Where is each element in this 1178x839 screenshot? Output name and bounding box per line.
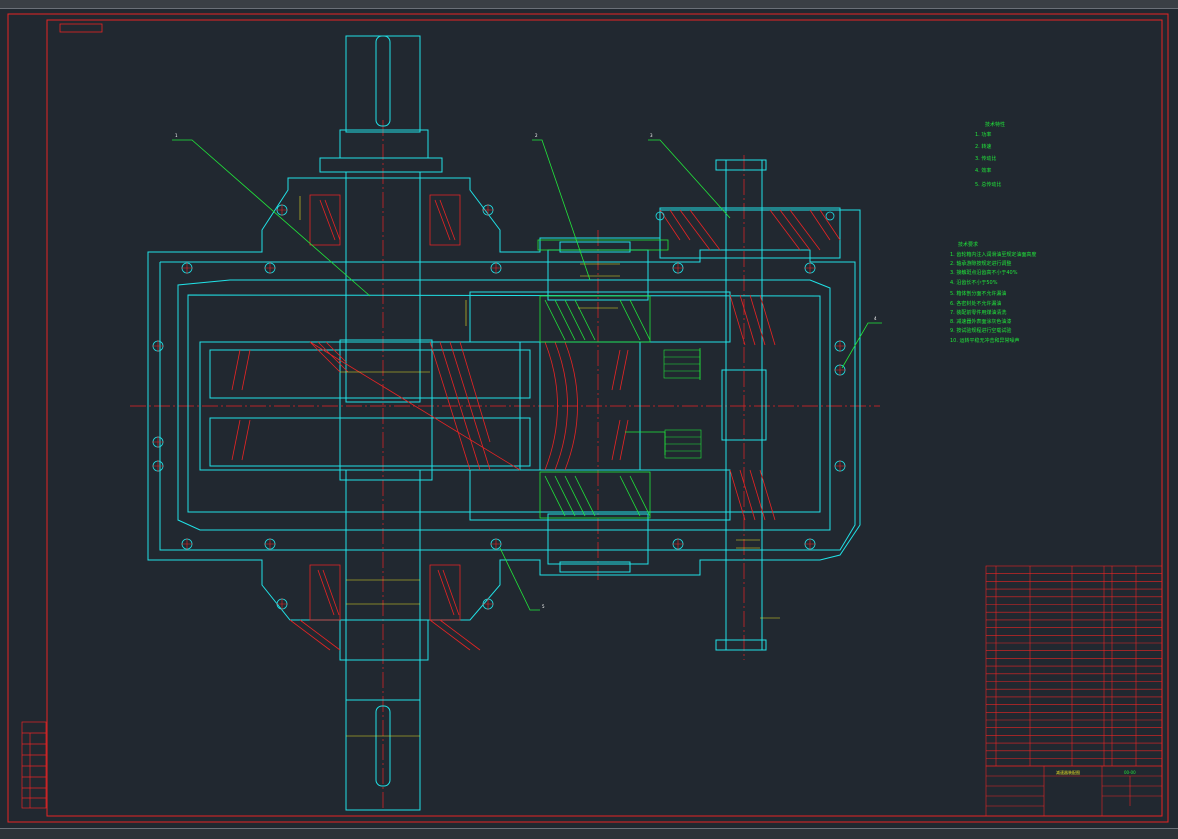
part-labels: 1 2 3 4 5 [175,133,877,609]
tech-requirements-title: 技术要求 [958,241,978,248]
tech-req-line-2: 2. 轴承游隙按规定进行调整 [950,260,1011,267]
characteristic-line-3: 3. 传动比 [975,155,996,162]
title-block-drawing-title: 减速器装配图 [1056,769,1080,775]
bearings [289,194,821,651]
large-gear-hatch [231,294,776,521]
window-top-bar [0,0,1178,9]
tech-req-line-6: 6. 各密封处不允许漏油 [950,300,1001,307]
leader-lines [172,139,882,611]
input-shaft [319,35,443,403]
title-block-drawing-no: 00-00 [1124,770,1136,775]
outer-drawing-frame [7,13,1169,823]
tech-requirements-block: 技术要求 1. 齿轮箱内注入润滑油至规定油面高度 2. 轴承游隙按规定进行调整 … [950,241,1036,344]
bolt-holes [152,204,846,610]
tech-req-line-8: 8. 减速器外表面涂灰色油漆 [950,318,1011,325]
parts-list-table [985,565,1163,767]
tech-req-line-9: 9. 按试验规程进行空载试验 [950,327,1011,334]
left-revision-table [21,721,47,809]
leader-label-2: 2 [535,133,538,138]
leader-label-4: 4 [874,316,877,321]
leader-label-5: 5 [542,604,545,609]
intermediate-shaft [469,241,731,573]
pinion-sections [537,239,669,519]
tech-req-line-10: 10. 运转平稳无冲击和异常噪声 [950,337,1020,344]
corner-label-box [59,23,103,33]
tech-req-line-5: 5. 箱体剖分面不允许漏油 [950,290,1006,297]
gearbox-housing [147,177,861,621]
center-lines [130,120,880,810]
dimensions [299,196,780,737]
characteristic-line-1: 1. 功率 [975,131,991,138]
right-shaft [659,159,841,651]
right-flanges [659,209,841,241]
leader-label-3: 3 [650,133,653,138]
gear-callout-tables [663,349,702,459]
characteristics-title: 技术特性 [985,121,1005,128]
tech-req-line-1: 1. 齿轮箱内注入润滑油至规定油面高度 [950,251,1036,258]
output-shaft [339,339,433,811]
title-block [985,765,1163,817]
inner-drawing-frame [46,19,1163,817]
tech-req-line-7: 7. 装配前零件用煤油清洗 [950,309,1006,316]
window-status-bar [0,828,1178,839]
characteristic-line-2: 2. 转速 [975,143,991,150]
leader-label-1: 1 [175,133,178,138]
characteristics-block: 技术特性 1. 功率 2. 转速 3. 传动比 4. 效率 5. 总传动比 [975,121,1005,188]
tech-req-line-3: 3. 接触斑点沿齿高不小于40% [950,269,1018,276]
characteristic-line-5: 5. 总传动比 [975,181,1001,188]
bolt-hole-centers [152,204,846,610]
characteristic-line-4: 4. 效率 [975,167,991,174]
tech-req-line-4: 4. 沿齿长不小于50% [950,279,998,286]
